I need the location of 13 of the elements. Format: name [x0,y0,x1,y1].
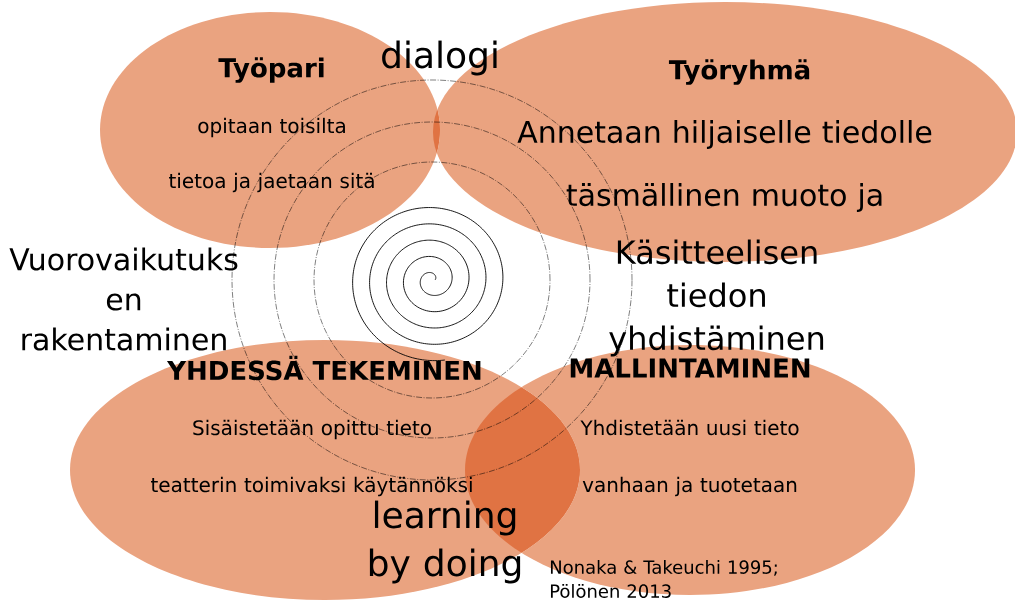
body-text: Annetaan hiljaiselle tiedolle täsmällinen muoto ja [517,120,932,212]
label-text: Nonaka & Takeuchi 1995; Pölönen 2013 [551,560,777,598]
label-text: Vuorovaikutuks en rakentaminen [9,247,238,351]
heading: YHDESSÄ TEKEMINEN [166,355,481,381]
heading: Työpari [218,57,324,83]
heading: MALLINTAMINEN [570,358,810,378]
label-text: dialogi [382,40,497,76]
body-text: Sisäistetään opittu tieto teatterin toimivaksi käytännöksi [151,419,472,497]
body-text: Yhdistetään uusi tieto vanhaan ja tuotetaan [580,419,799,497]
heading: Työryhmä [668,59,810,85]
body-text: opitaan toisilta tietoa ja jaetaan sitä [169,117,374,193]
label-text: Käsitteelisen tiedon yhdistäminen [609,239,824,357]
label-text: learning by doing [369,500,521,584]
